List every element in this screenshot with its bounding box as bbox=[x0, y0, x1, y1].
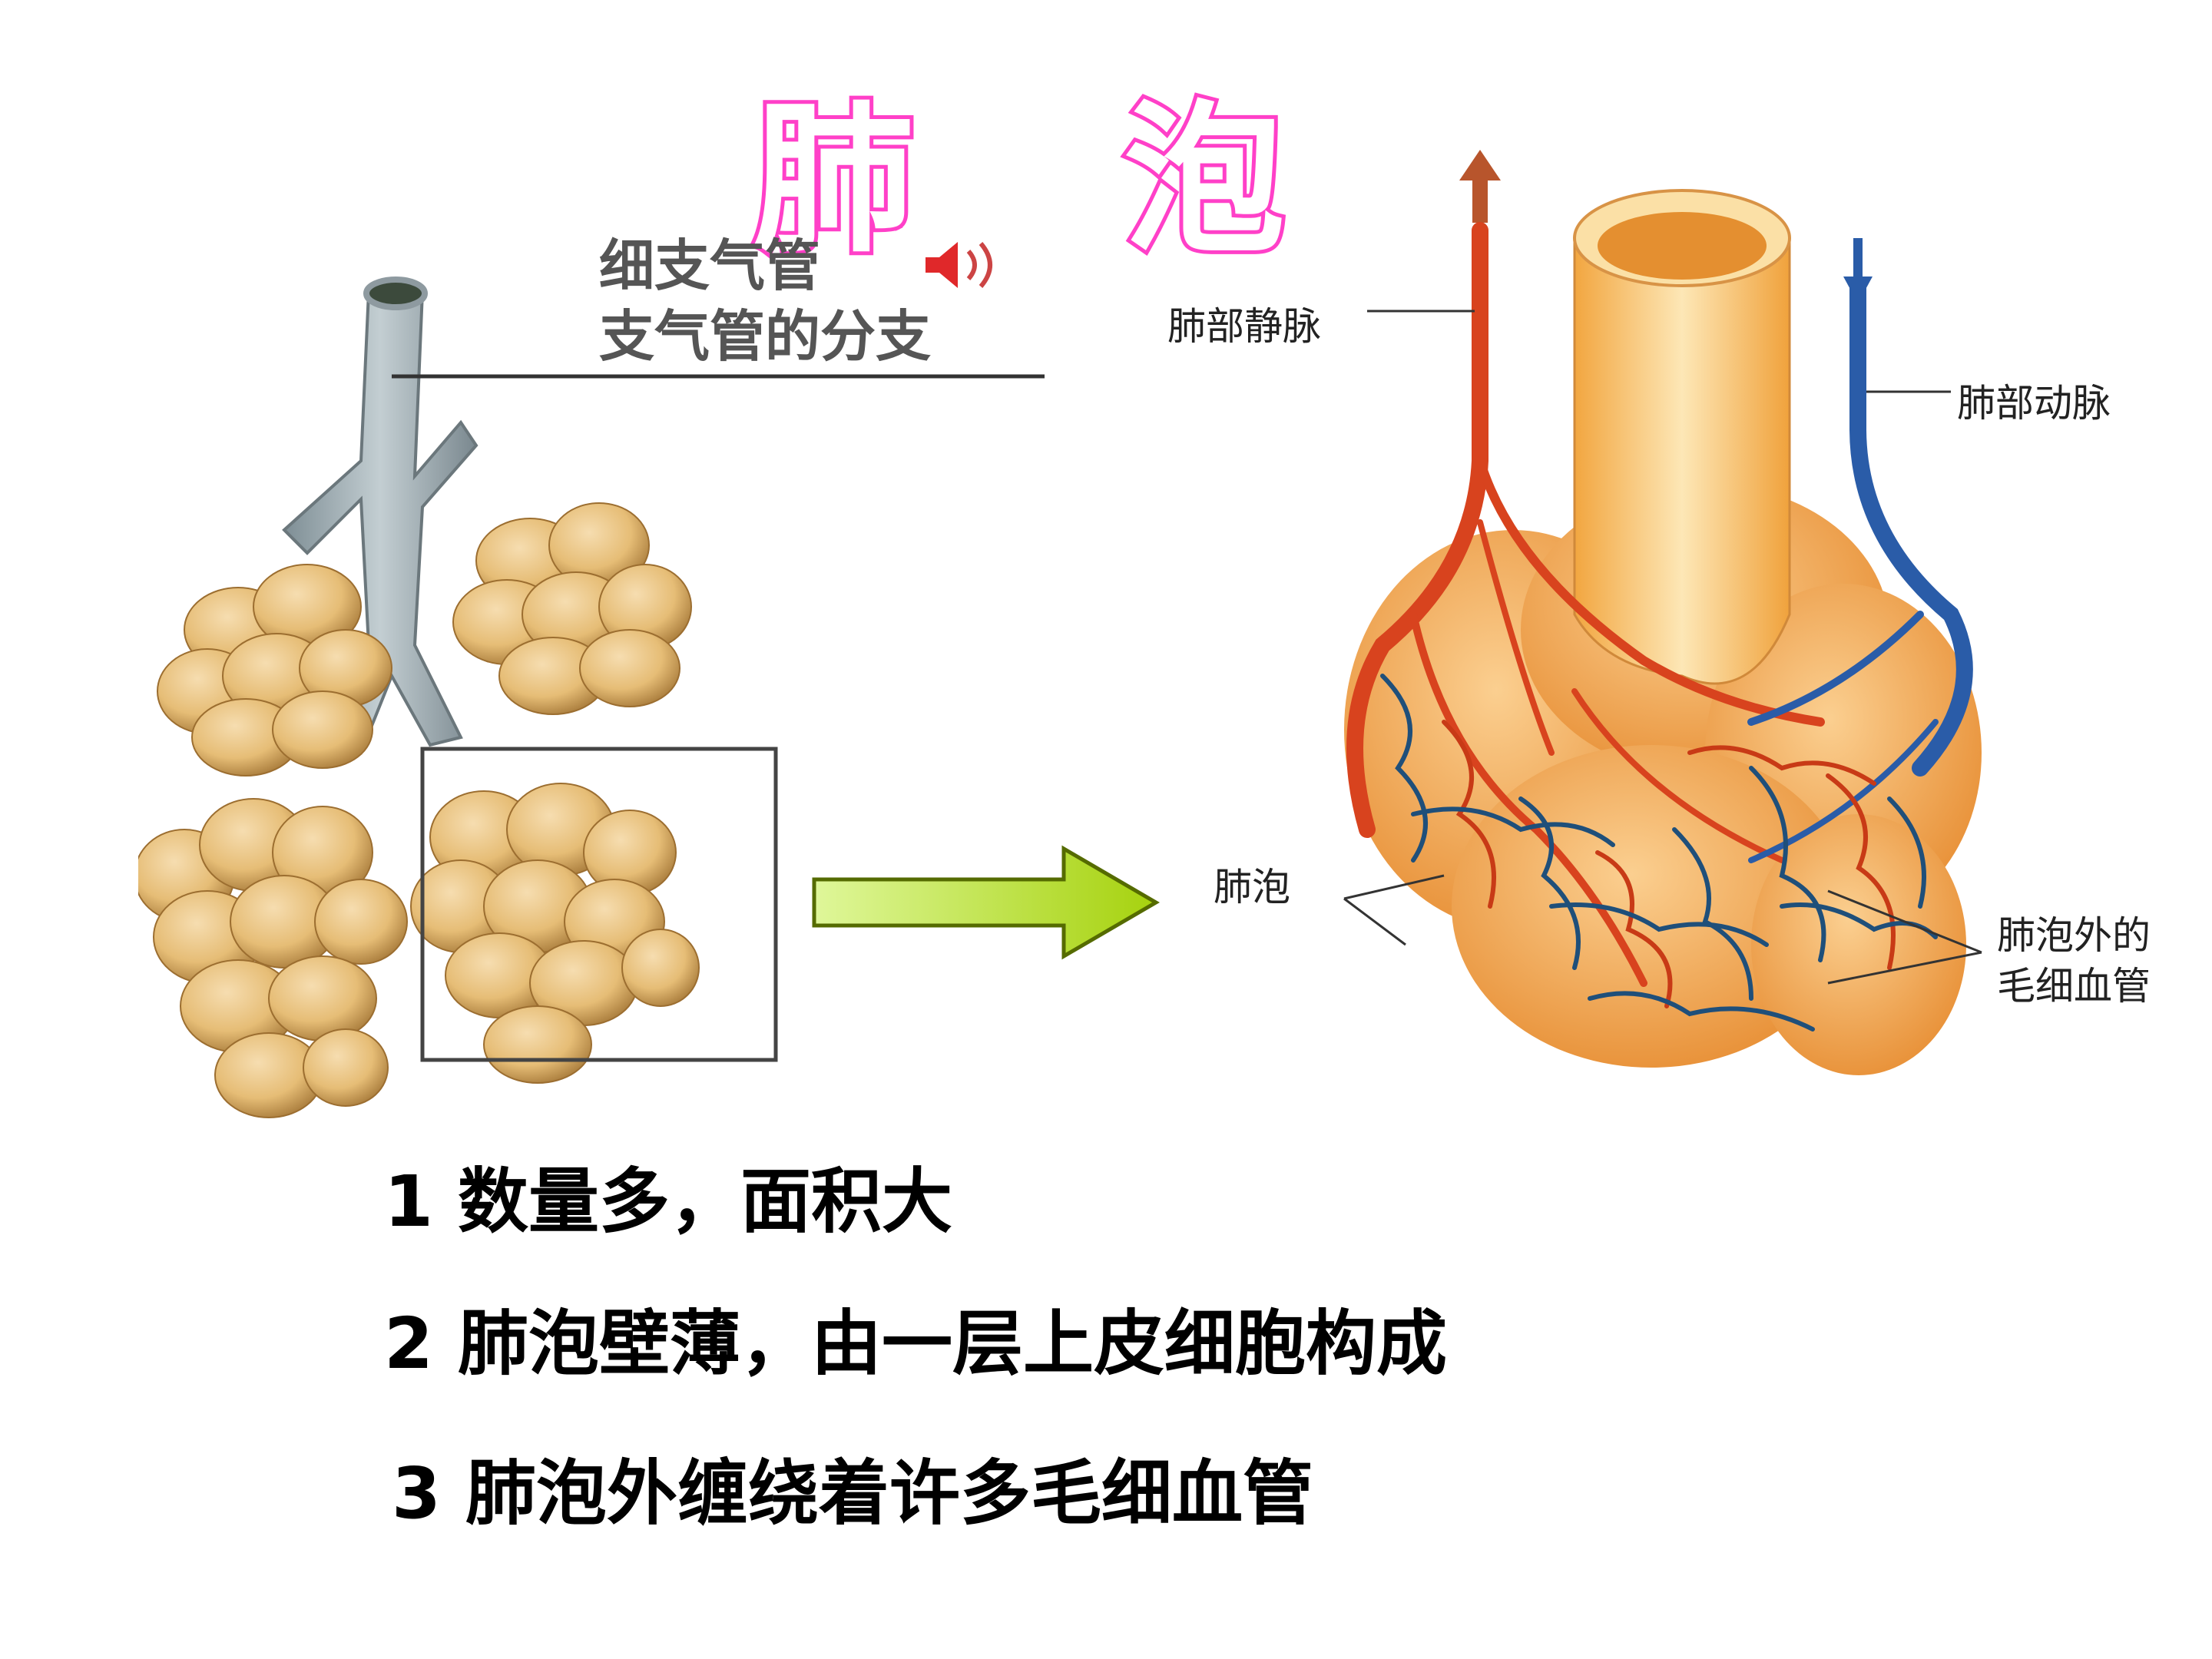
pulmonary-artery bbox=[1747, 276, 1973, 863]
point-2: 2 肺泡壁薄，由一层上皮细胞构成 bbox=[384, 1303, 1448, 1385]
alveolar-duct bbox=[1573, 189, 1791, 685]
speaker-icon bbox=[926, 242, 992, 288]
capillary-label-line2: 毛细血管 bbox=[1997, 964, 2151, 1008]
vein-label: 肺部静脉 bbox=[1167, 304, 1321, 349]
bronchiole-label: 细支气管 支气管的分支 bbox=[599, 230, 931, 372]
alveolus-capillary-diagram bbox=[1343, 150, 1982, 1075]
arrow-right-icon bbox=[812, 845, 1160, 960]
zoom-box bbox=[420, 747, 778, 1062]
bronchiole-label-line1: 细支气管 bbox=[599, 233, 821, 298]
point-3: 3 肺泡外缠绕着许多毛细血管 bbox=[392, 1452, 1314, 1535]
artery-label: 肺部动脉 bbox=[1957, 381, 2111, 426]
alveoli-label: 肺泡 bbox=[1214, 865, 1290, 909]
capillary-label-line1: 肺泡外的 bbox=[1997, 913, 2151, 958]
capillary-label: 肺泡外的 毛细血管 bbox=[1997, 910, 2151, 1012]
alveoli-cluster-diagram bbox=[138, 276, 1045, 1118]
bronchiole-label-line2: 支气管的分支 bbox=[599, 303, 932, 369]
pulmonary-vein bbox=[1346, 222, 1825, 987]
up-arrow-icon bbox=[1459, 150, 1501, 223]
point-1: 1 数量多，面积大 bbox=[384, 1161, 953, 1243]
bronchiole-tube bbox=[282, 276, 478, 755]
alveoli-sacs bbox=[138, 502, 700, 1118]
capillary-network bbox=[1380, 674, 1938, 1031]
page-title: 肺 泡 bbox=[749, 86, 1363, 274]
label-leaders bbox=[1343, 310, 1982, 985]
